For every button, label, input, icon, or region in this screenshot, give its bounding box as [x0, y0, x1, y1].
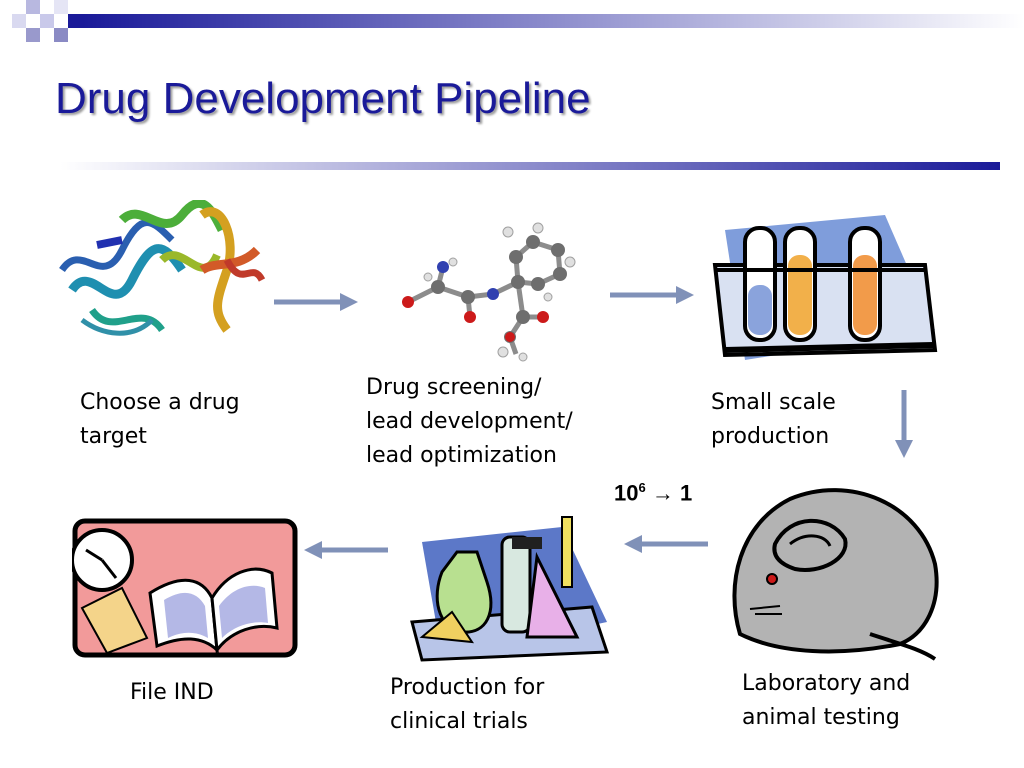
test-tubes-icon: [712, 215, 938, 360]
label-line: target: [80, 424, 147, 449]
step-label-animal-testing: Laboratory and animal testing: [742, 667, 910, 735]
step-label-clinical-production: Production for clinical trials: [390, 671, 544, 739]
arrow-left-icon: [304, 541, 388, 559]
ratio-result: 1: [679, 480, 693, 506]
step-label-screening: Drug screening/ lead development/ lead o…: [366, 371, 573, 473]
label-line: lead development/: [366, 409, 573, 434]
reduction-ratio: 106 → 1: [614, 480, 692, 506]
label-line: Choose a drug: [80, 390, 240, 415]
label-line: clinical trials: [390, 709, 528, 734]
page-title: Drug Development Pipeline: [55, 74, 591, 123]
lab-mouse-icon: [732, 488, 939, 661]
label-line: Small scale: [711, 390, 836, 415]
label-line: Laboratory and: [742, 671, 911, 696]
label-line: animal testing: [742, 705, 900, 730]
arrow-right-icon: [274, 293, 358, 311]
label-line: Drug screening/: [366, 375, 542, 400]
arrow-right-icon: [610, 286, 694, 304]
title-underline: [60, 162, 1000, 170]
label-line: Production for: [390, 675, 545, 700]
label-line: lead optimization: [366, 443, 557, 468]
document-book-icon: [72, 518, 298, 658]
label-line: File IND: [130, 680, 214, 705]
molecule-model-icon: [402, 222, 576, 362]
arrow-down-icon: [895, 390, 913, 458]
lab-glassware-icon: [410, 516, 610, 662]
ratio-exponent: 6: [638, 480, 646, 495]
arrow-left-icon: [624, 535, 708, 553]
step-label-file-ind: File IND: [130, 676, 214, 710]
protein-structure-icon: [59, 200, 266, 336]
header-decoration: [12, 0, 1024, 42]
ratio-arrow: →: [651, 480, 674, 506]
ratio-base: 10: [614, 480, 639, 506]
label-line: production: [711, 424, 830, 449]
step-label-small-scale: Small scale production: [711, 386, 836, 454]
step-label-choose-target: Choose a drug target: [80, 386, 240, 454]
